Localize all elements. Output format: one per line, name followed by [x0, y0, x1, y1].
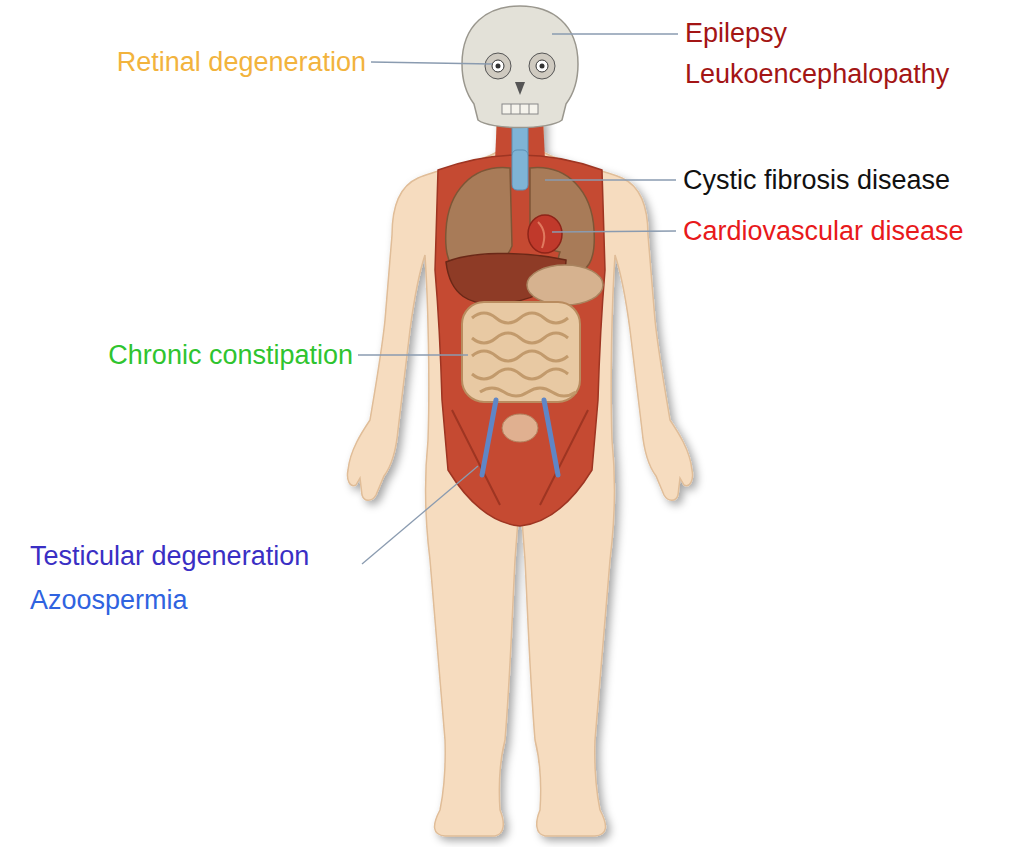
intestine-fold — [480, 388, 576, 396]
disease-label: Leukoencephalopathy — [685, 58, 949, 90]
leader-line — [362, 466, 478, 564]
disease-label: Azoospermia — [30, 584, 188, 616]
eye-socket — [529, 53, 555, 79]
muscle-wall — [435, 155, 605, 526]
intestine-folds — [472, 313, 576, 396]
pupil — [496, 64, 501, 69]
intestine-fold — [472, 313, 568, 323]
eye — [536, 60, 548, 72]
teeth — [502, 104, 538, 114]
leader-line — [371, 62, 492, 64]
stomach — [527, 265, 603, 305]
heart — [528, 215, 562, 253]
skull — [462, 6, 578, 128]
intestine-fold — [472, 369, 568, 379]
trachea — [512, 150, 528, 190]
eye-socket — [485, 53, 511, 79]
cranium — [462, 6, 578, 128]
leader-line — [552, 231, 676, 232]
leader-lines — [358, 34, 678, 564]
teeth-gaps — [511, 104, 529, 114]
pupil — [540, 64, 545, 69]
disease-label: Cardiovascular disease — [683, 215, 964, 247]
disease-label: Cystic fibrosis disease — [683, 164, 950, 196]
intestines — [462, 302, 580, 402]
heart-vessel — [538, 222, 544, 248]
leader-line — [358, 354, 468, 355]
intestine-fold — [472, 333, 568, 343]
vein — [482, 400, 558, 475]
disease-label: Epilepsy — [685, 17, 787, 49]
disease-label: Chronic constipation — [108, 339, 353, 371]
bladder — [502, 414, 538, 442]
disease-label: Retinal degeneration — [117, 46, 366, 78]
body-silhouette — [347, 118, 692, 836]
leader-line — [552, 33, 678, 34]
torso-cavity — [435, 150, 605, 526]
intestine-fold — [472, 351, 568, 361]
disease-label: Testicular degeneration — [30, 540, 309, 572]
eye — [492, 60, 504, 72]
pelvic-muscle — [452, 410, 588, 505]
leader-line — [545, 179, 676, 180]
nose-cavity — [515, 82, 525, 95]
